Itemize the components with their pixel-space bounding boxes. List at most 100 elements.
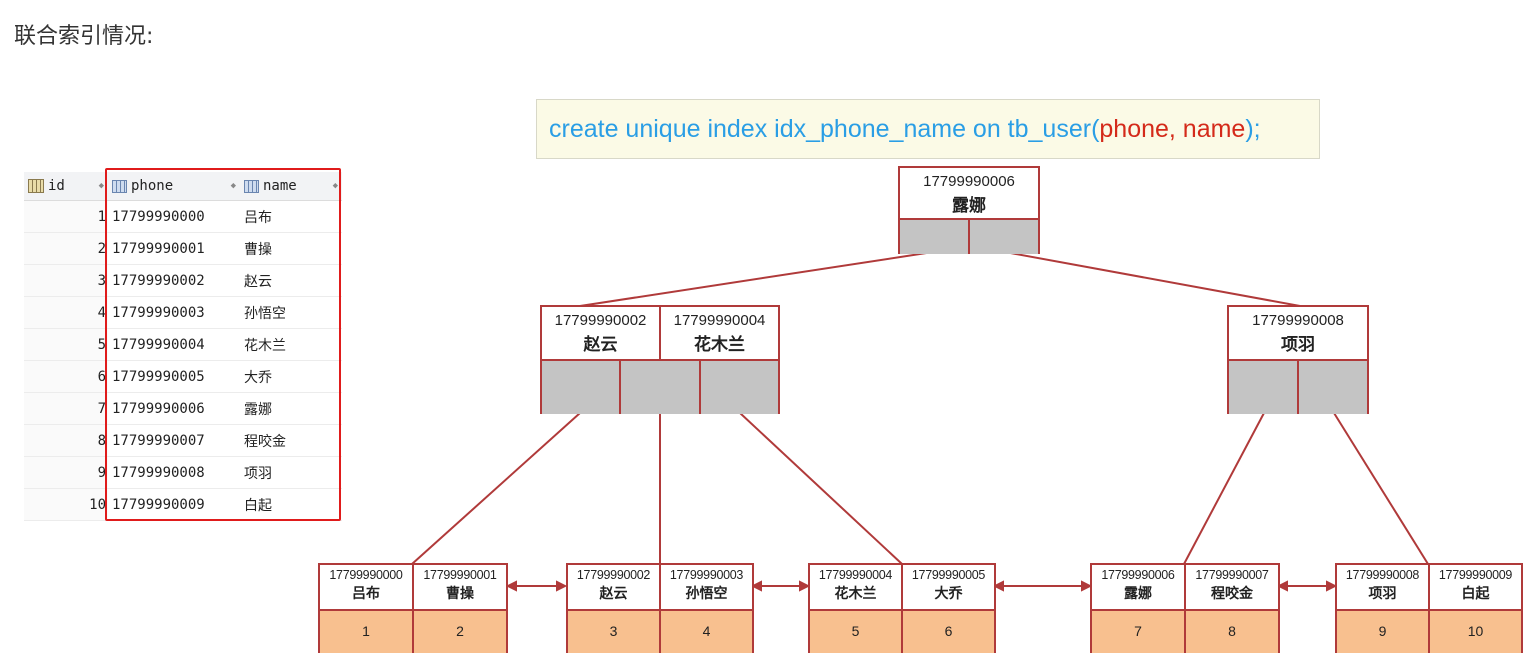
sql-suffix: ); [1245,114,1261,143]
cell-id[interactable]: 6 [24,360,108,393]
cell-name[interactable]: 白起 [240,488,342,521]
primary-key-icon [28,179,44,193]
cell-phone[interactable]: 17799990008 [108,456,240,489]
sql-index-columns: phone, name [1099,114,1246,143]
child-pointer [542,361,620,414]
cell-name[interactable]: 花木兰 [240,328,342,361]
cell-id[interactable]: 10 [24,488,108,521]
row-id-cell: 1 [320,611,412,653]
edge-left-leaf3 [739,412,903,565]
edge-right-leaf5 [1333,412,1429,565]
cell-phone[interactable]: 17799990005 [108,360,240,393]
cell-name[interactable]: 孙悟空 [240,296,342,329]
cell-name[interactable]: 项羽 [240,456,342,489]
column-header-id[interactable]: id ◆ [24,172,108,201]
index-key: 17799990008 项羽 [1252,312,1344,354]
cell-id[interactable]: 8 [24,424,108,457]
cell-id[interactable]: 1 [24,200,108,233]
cell-name[interactable]: 程咬金 [240,424,342,457]
cell-phone[interactable]: 17799990000 [108,200,240,233]
column-header-name[interactable]: name ◆ [240,172,342,201]
edge-right-leaf4 [1183,412,1265,565]
cell-name[interactable]: 曹操 [240,232,342,265]
cell-name[interactable]: 吕布 [240,200,342,233]
child-pointer [1229,361,1297,414]
child-pointer [698,361,778,414]
cell-phone[interactable]: 17799990006 [108,392,240,425]
index-key: 17799990006 露娜 [923,173,1015,215]
cell-phone[interactable]: 17799990004 [108,328,240,361]
row-id-cell: 9 [1337,611,1428,653]
row-id-cell: 4 [659,611,752,653]
child-pointer [619,361,699,414]
tree-internal-node-left: 17799990002 赵云 17799990004 花木兰 [540,305,780,414]
row-id-cell: 8 [1184,611,1278,653]
cell-id[interactable]: 7 [24,392,108,425]
edge-root-right [1004,251,1301,307]
sort-icon[interactable]: ◆ [230,181,236,191]
edge-root-left [579,251,934,307]
column-icon [112,179,127,193]
cell-name[interactable]: 露娜 [240,392,342,425]
row-id-cell: 2 [412,611,506,653]
cell-id[interactable]: 9 [24,456,108,489]
tree-root-node: 17799990006 露娜 [898,166,1040,254]
sql-statement: create unique index idx_phone_name on tb… [536,99,1320,159]
cell-phone[interactable]: 17799990002 [108,264,240,297]
section-heading: 联合索引情况: [14,24,154,49]
cell-id[interactable]: 5 [24,328,108,361]
table-header-row: id ◆ phone ◆ name ◆ [24,172,342,201]
row-id-cell: 7 [1092,611,1184,653]
column-icon [244,179,259,193]
cell-id[interactable]: 2 [24,232,108,265]
column-header-phone[interactable]: phone ◆ [108,172,240,201]
sort-icon[interactable]: ◆ [332,181,338,191]
cell-name[interactable]: 大乔 [240,360,342,393]
row-id-cell: 10 [1428,611,1521,653]
index-key: 17799990002 赵云 [554,312,647,354]
child-pointer [900,220,968,254]
cell-name[interactable]: 赵云 [240,264,342,297]
sql-prefix: create unique index idx_phone_name on tb… [549,114,1100,143]
cell-id[interactable]: 4 [24,296,108,329]
cell-id[interactable]: 3 [24,264,108,297]
edge-left-leaf1 [411,412,581,565]
row-id-cell: 3 [568,611,659,653]
child-pointer [968,220,1038,254]
tree-internal-node-right: 17799990008 项羽 [1227,305,1369,414]
row-id-cell: 5 [810,611,901,653]
cell-phone[interactable]: 17799990007 [108,424,240,457]
cell-phone[interactable]: 17799990003 [108,296,240,329]
cell-phone[interactable]: 17799990001 [108,232,240,265]
sort-icon[interactable]: ◆ [98,181,104,191]
child-pointer [1297,361,1367,414]
phone-name-highlight-frame [105,168,341,521]
